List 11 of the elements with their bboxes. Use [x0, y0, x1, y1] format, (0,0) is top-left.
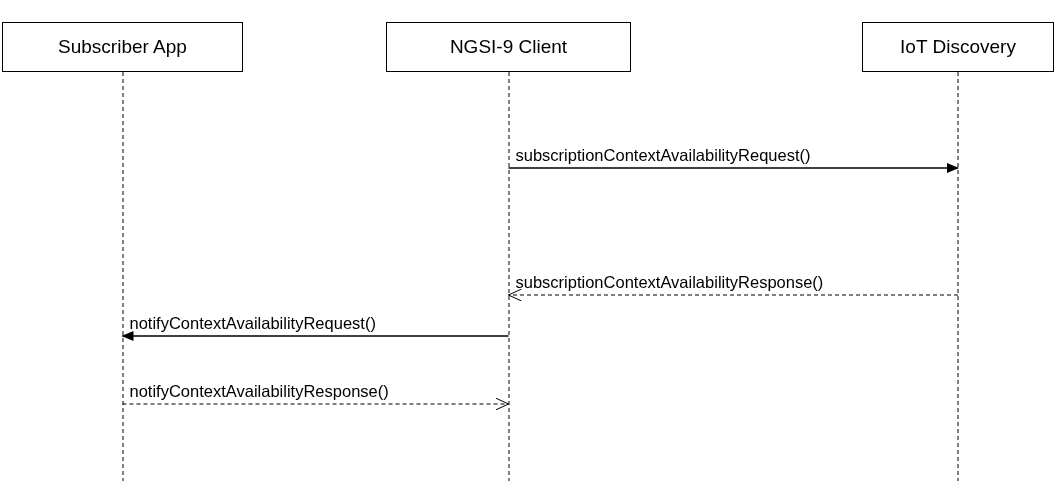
- message-label: notifyContextAvailabilityResponse(): [129, 382, 389, 400]
- participant-box: NGSI-9 Client: [386, 22, 631, 72]
- message-arrow: [507, 163, 959, 173]
- participant-box: Subscriber App: [2, 22, 243, 72]
- return-message-arrow: [508, 288, 959, 302]
- return-message-arrow: [122, 397, 509, 411]
- message-arrow: [121, 331, 510, 341]
- message-label: subscriptionContextAvailabilityResponse(): [515, 273, 824, 291]
- message-label: notifyContextAvailabilityRequest(): [129, 314, 376, 332]
- message-label: subscriptionContextAvailabilityRequest(): [515, 146, 811, 164]
- participant-box: IoT Discovery: [862, 22, 1054, 72]
